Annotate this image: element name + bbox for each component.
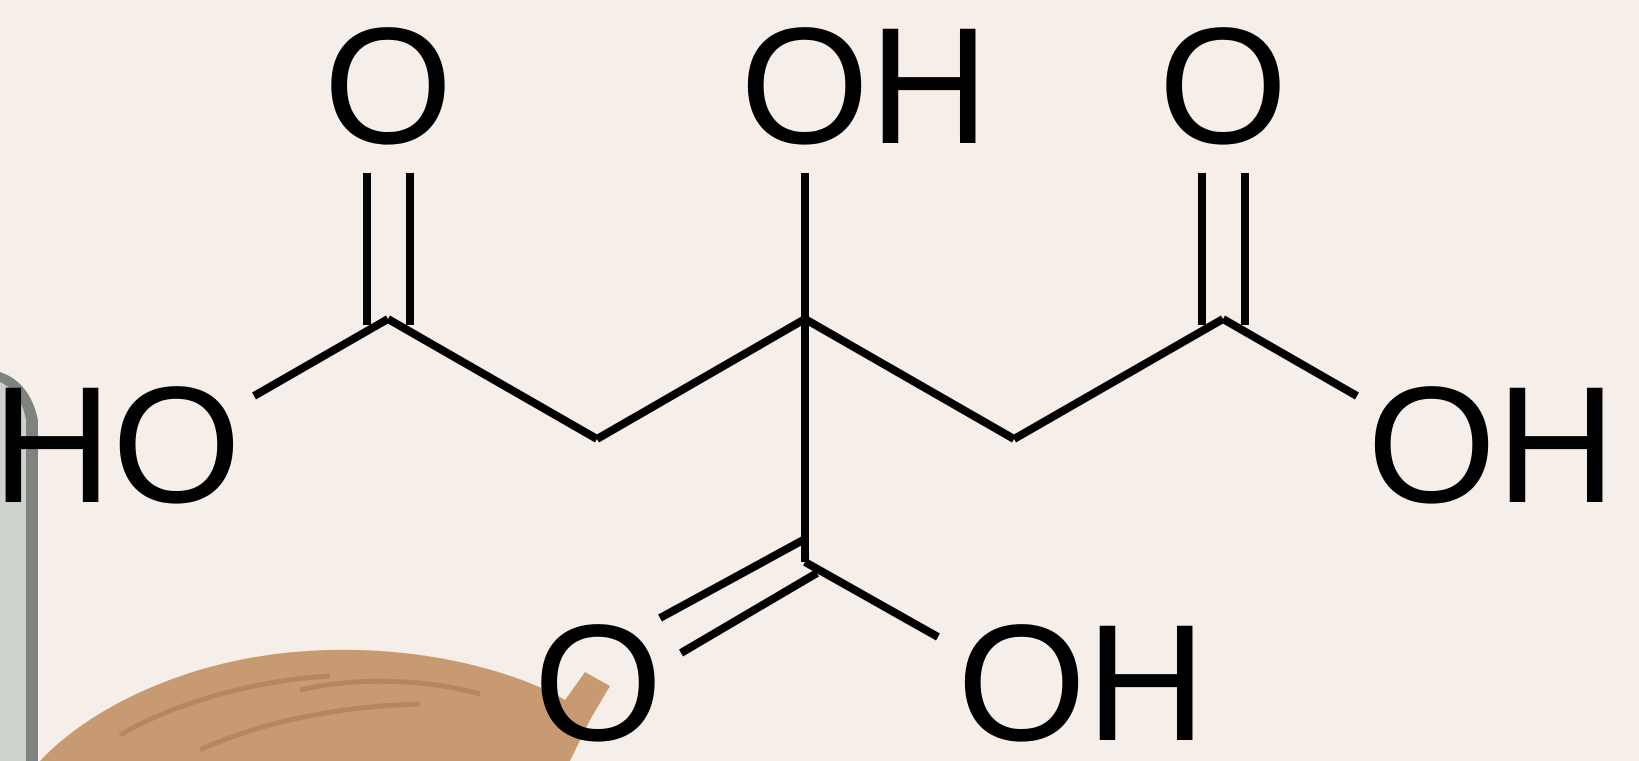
atom-oh-top-center: OH (740, 0, 989, 179)
bond-c1-oh-left (252, 315, 390, 400)
bond-c6-oh-bottom (803, 558, 940, 641)
bond-c3-c4 (803, 315, 1016, 443)
fur-texture (118, 673, 481, 753)
bonds (252, 173, 1359, 657)
atom-o-top-right: O (1158, 0, 1287, 179)
grey-object-highlight (0, 382, 26, 761)
bond-c6-o-double-a (658, 535, 807, 622)
atom-oh-right: OH (1367, 353, 1616, 538)
bond-c1-c2 (386, 315, 599, 443)
bond-c6-o-double-b (678, 569, 820, 657)
background-photo-fragments (0, 372, 610, 761)
atom-ho-left: HO (0, 353, 241, 538)
fur-object (40, 649, 610, 761)
atom-oh-bottom: OH (957, 591, 1206, 761)
atom-o-bottom: O (533, 591, 662, 761)
bond-c4-c5 (1012, 315, 1225, 443)
atom-o-top-left: O (323, 0, 452, 179)
bond-c5-oh-right (1221, 315, 1359, 400)
bond-c2-c3 (595, 315, 807, 443)
